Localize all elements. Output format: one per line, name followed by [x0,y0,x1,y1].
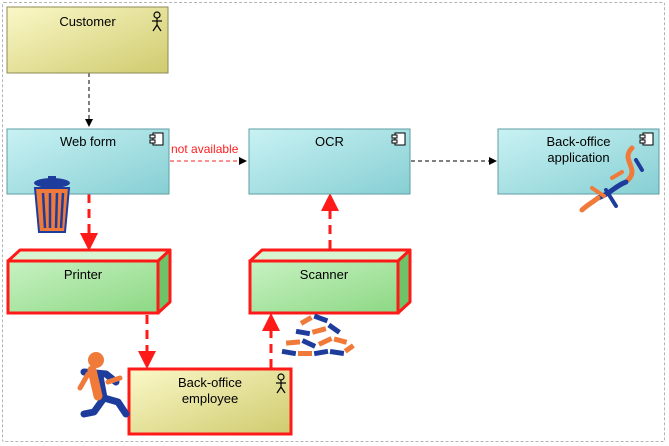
node-label-ocr: OCR [315,134,344,149]
edge-label-not-available: not available [171,142,239,156]
component-icon [639,132,654,146]
actor-role-icon [152,11,162,32]
rubble-pile-icon [281,313,355,357]
node-label-web-form: Web form [59,134,117,149]
node-ocr[interactable] [248,128,411,195]
node-label-printer: Printer [63,267,103,282]
node-label-scanner: Scanner [299,267,349,282]
broken-chain-icon [579,145,644,213]
node-label-back-office-employee: Back-office employee [177,375,243,406]
node-scanner[interactable] [248,248,412,315]
node-back-office-employee[interactable] [127,367,293,436]
actor-role-icon [276,373,286,394]
trash-can-icon [33,176,71,233]
diagram-frame [2,2,665,442]
node-customer[interactable] [6,6,169,74]
component-icon [391,132,406,146]
node-label-customer: Customer [59,14,116,29]
edges-group [80,73,497,369]
node-printer[interactable] [6,248,172,315]
component-icon [149,132,164,146]
node-back-office-application[interactable] [497,128,660,195]
node-label-back-office-application: Back-office application [546,134,611,165]
node-web-form[interactable] [6,128,170,195]
running-person-icon [77,352,130,418]
